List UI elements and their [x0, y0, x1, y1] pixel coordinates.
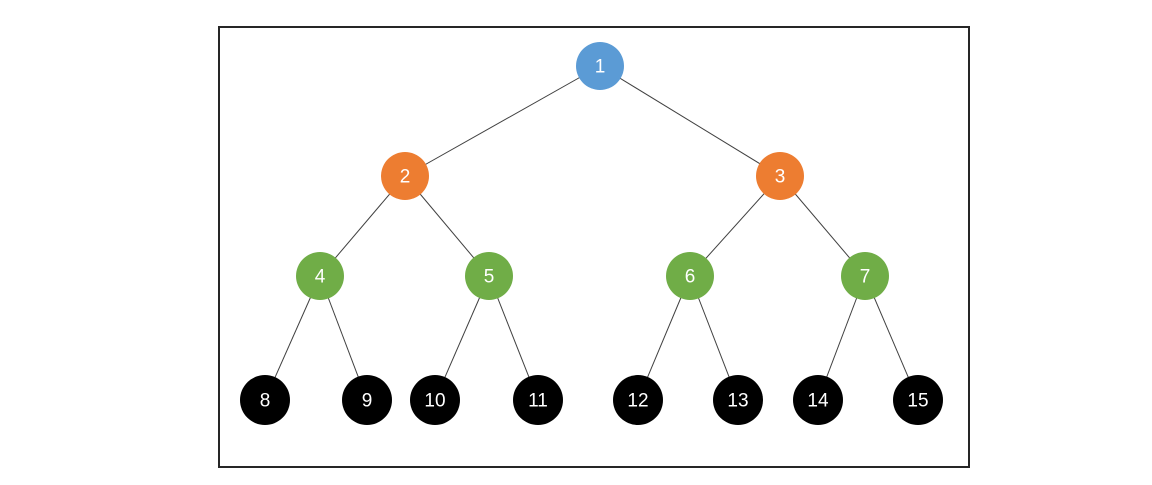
tree-node-10[interactable]: 10: [410, 375, 460, 425]
tree-node-label-1: 1: [595, 57, 606, 78]
tree-node-label-2: 2: [400, 167, 411, 188]
tree-node-label-12: 12: [627, 391, 648, 412]
tree-node-7[interactable]: 7: [841, 252, 889, 300]
tree-node-circle-1: [576, 42, 624, 90]
tree-node-circle-5: [465, 252, 513, 300]
tree-node-label-5: 5: [484, 267, 495, 288]
tree-node-5[interactable]: 5: [465, 252, 513, 300]
tree-node-label-11: 11: [528, 391, 548, 412]
tree-node-6[interactable]: 6: [666, 252, 714, 300]
tree-node-circle-14: [793, 375, 843, 425]
tree-node-circle-12: [613, 375, 663, 425]
tree-node-8[interactable]: 8: [240, 375, 290, 425]
tree-node-12[interactable]: 12: [613, 375, 663, 425]
tree-node-14[interactable]: 14: [793, 375, 843, 425]
tree-node-13[interactable]: 13: [713, 375, 763, 425]
tree-node-label-3: 3: [775, 167, 786, 188]
tree-node-label-14: 14: [807, 391, 829, 412]
tree-node-9[interactable]: 9: [342, 375, 392, 425]
tree-node-circle-4: [296, 252, 344, 300]
tree-node-label-4: 4: [315, 267, 326, 288]
tree-node-2[interactable]: 2: [381, 152, 429, 200]
tree-node-label-13: 13: [727, 391, 748, 412]
tree-edge-1-3: [599, 65, 781, 177]
tree-node-circle-8: [240, 375, 290, 425]
tree-node-label-8: 8: [260, 391, 271, 412]
tree-node-circle-11: [513, 375, 563, 425]
tree-edge-1-2: [404, 65, 601, 177]
tree-node-circle-13: [713, 375, 763, 425]
tree-node-circle-9: [342, 375, 392, 425]
tree-node-label-9: 9: [362, 391, 373, 412]
tree-node-label-15: 15: [907, 391, 928, 412]
tree-node-circle-2: [381, 152, 429, 200]
diagram-frame: [218, 26, 970, 468]
tree-node-3[interactable]: 3: [756, 152, 804, 200]
tree-node-circle-10: [410, 375, 460, 425]
tree-node-15[interactable]: 15: [893, 375, 943, 425]
tree-node-circle-7: [841, 252, 889, 300]
tree-node-circle-15: [893, 375, 943, 425]
tree-node-label-7: 7: [860, 267, 871, 288]
tree-node-circle-6: [666, 252, 714, 300]
tree-node-11[interactable]: 11: [513, 375, 563, 425]
tree-node-4[interactable]: 4: [296, 252, 344, 300]
tree-node-label-6: 6: [685, 267, 696, 288]
tree-node-circle-3: [756, 152, 804, 200]
tree-node-1[interactable]: 1: [576, 42, 624, 90]
tree-node-label-10: 10: [424, 391, 445, 412]
